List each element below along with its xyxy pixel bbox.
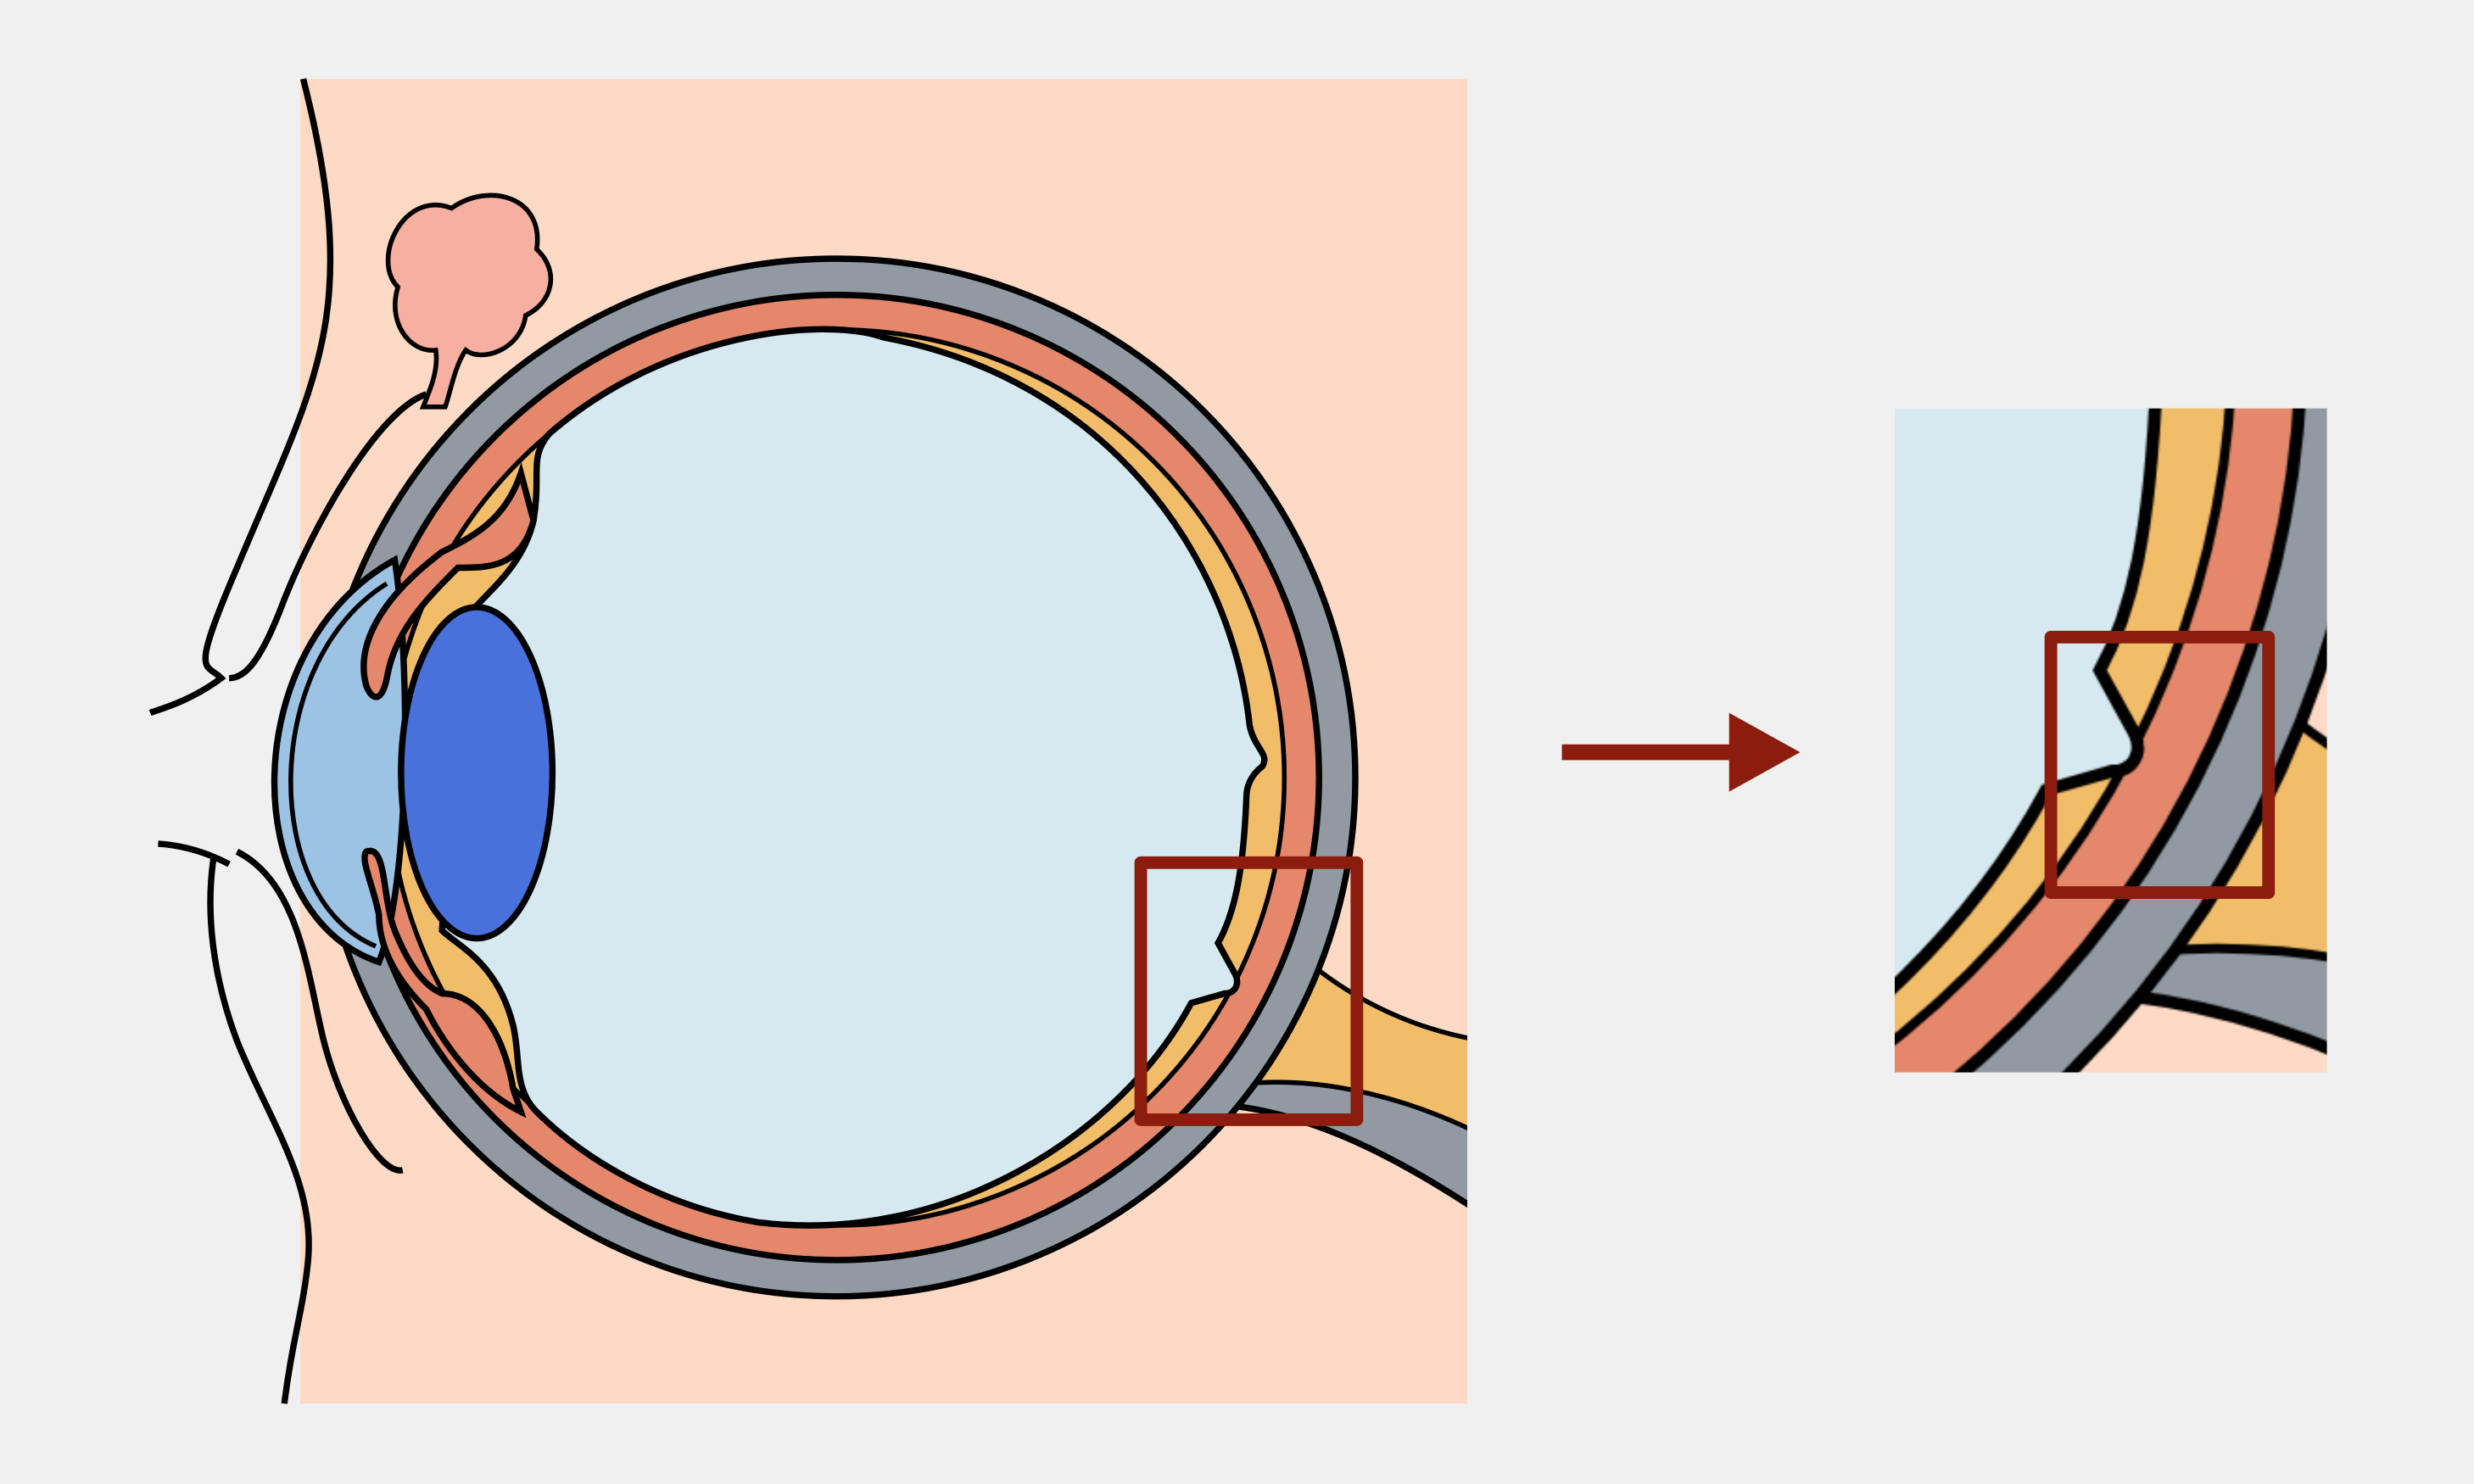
highlight-box xyxy=(1134,856,1364,1126)
inset-highlight-box xyxy=(2044,630,2276,900)
arrow-right-icon xyxy=(1561,712,1801,792)
magnified-inset xyxy=(1895,408,2327,1073)
main-eye-cross-section xyxy=(150,79,1491,1403)
